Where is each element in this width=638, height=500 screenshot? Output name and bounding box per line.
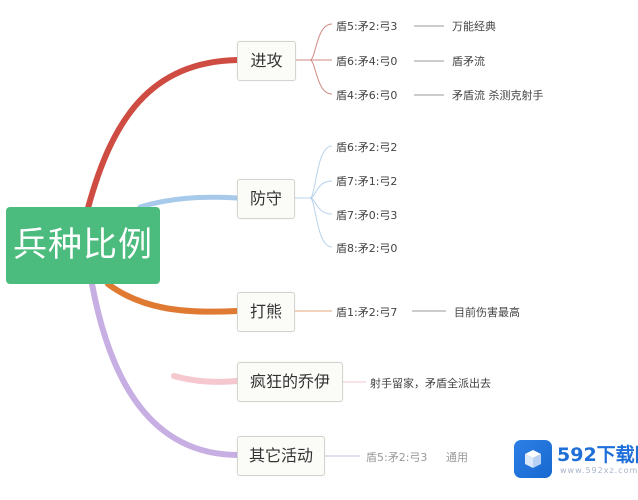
branch-node-bear: 打熊 [237,292,295,332]
cube-icon [525,450,541,468]
leaf-attack-ratio-2: 盾6:矛4:弓0 [336,55,398,68]
connector-bear [105,281,240,315]
branch-node-defense: 防守 [237,179,295,219]
root-node: 兵种比例 [6,207,160,284]
leaf-defense-ratio-2: 盾7:矛1:弓2 [336,175,398,188]
watermark-logo-icon [514,440,552,478]
branch-node-joy: 疯狂的乔伊 [237,362,343,402]
branch-node-attack: 进攻 [237,41,296,81]
branch-node-other: 其它活动 [237,436,325,476]
leaf-defense-ratio-1: 盾6:矛2:弓2 [336,141,398,154]
leaf-other-ratio: 盾5:矛2:弓3 [366,451,428,464]
leaf-defense-ratio-4: 盾8:矛2:弓0 [336,242,398,255]
leaf-attack-ratio-1: 盾5:矛2:弓3 [336,20,398,33]
connector-other [89,281,240,458]
leaf-joy-text: 射手留家，矛盾全派出去 [370,377,491,390]
watermark-url: www.592xz.com [560,466,638,475]
leaf-other-note: 通用 [446,451,468,464]
leaf-attack-note-3: 矛盾流 杀测克射手 [452,89,544,102]
connector-defense [137,194,240,210]
leaf-defense-ratio-3: 盾7:矛0:弓3 [336,209,398,222]
connector-attack [85,57,240,211]
leaf-attack-note-1: 万能经典 [452,20,496,33]
leaf-bear-note: 目前伤害最高 [454,306,520,319]
leaf-attack-ratio-3: 盾4:矛6:弓0 [336,89,398,102]
watermark-title: 592下载网 [557,444,638,466]
leaf-bear-ratio: 盾1:矛2:弓7 [336,306,398,319]
leaf-attack-note-2: 盾矛流 [452,55,485,68]
connector-joy [171,373,240,385]
